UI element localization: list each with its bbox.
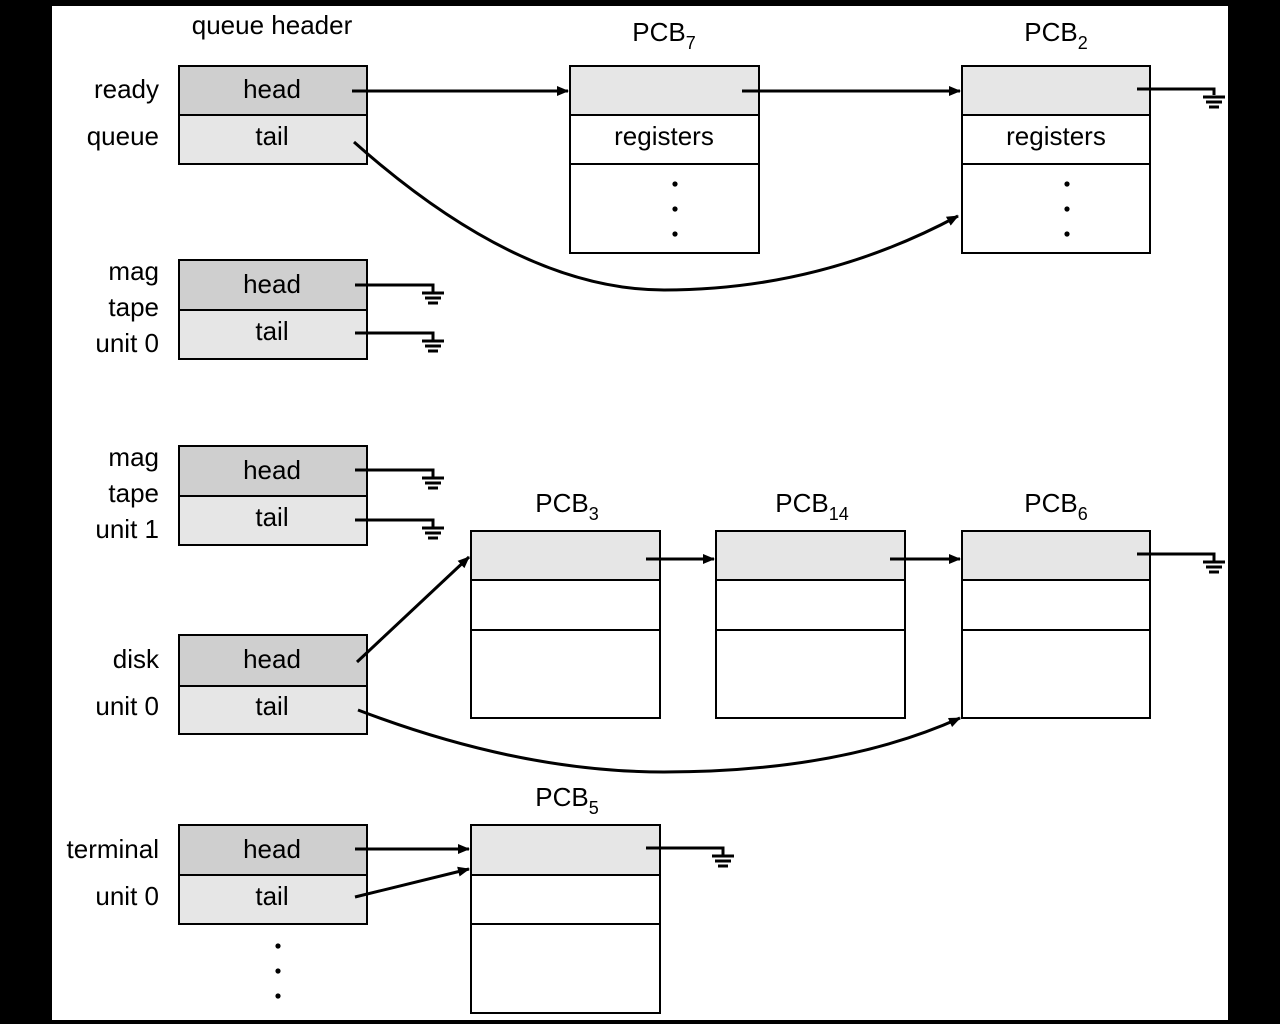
head-label: head	[243, 455, 301, 485]
pcb-title: PCB7	[632, 17, 695, 53]
null-terminator-icon	[355, 331, 444, 353]
queue-label-line: tape	[108, 292, 159, 322]
tail-label: tail	[255, 121, 288, 151]
null-terminator-icon	[1137, 87, 1225, 109]
pcb-14: PCB14	[715, 488, 906, 719]
tail-cell	[178, 495, 368, 546]
null-terminator-icon	[355, 468, 444, 490]
null-terminator-icon	[355, 518, 444, 540]
queue-mag-tape-0: head tail mag tape unit 0	[95, 256, 368, 360]
diagram-canvas: queue header head tail ready queue head …	[52, 6, 1228, 1020]
null-terminator-icon	[1137, 552, 1225, 574]
arrow	[355, 555, 471, 664]
queue-label-line: mag	[108, 256, 159, 286]
pcb-7: PCB7 registers	[569, 17, 760, 254]
head-label: head	[243, 269, 301, 299]
pcb-2: PCB2 registers	[961, 17, 1151, 254]
queue-label-line: unit 0	[95, 691, 159, 721]
pcb-6: PCB6	[961, 488, 1151, 719]
pcb-title: PCB14	[775, 488, 849, 524]
queue-header-title: queue header	[192, 10, 353, 40]
queue-label-line: tape	[108, 478, 159, 508]
queue-label-line: unit 1	[95, 514, 159, 544]
head-label: head	[243, 74, 301, 104]
queue-terminal-0: head tail terminal unit 0	[67, 824, 368, 925]
more-queues-ellipsis	[275, 943, 281, 999]
queue-mag-tape-1: head tail mag tape unit 1	[95, 442, 368, 546]
queue-disk-0: head tail disk unit 0	[95, 634, 368, 735]
pcb-title: PCB2	[1024, 17, 1087, 53]
arrow	[353, 140, 959, 292]
tail-label: tail	[255, 881, 288, 911]
tail-cell	[178, 874, 368, 925]
null-terminator-icon	[646, 846, 734, 868]
queue-label-line: unit 0	[95, 881, 159, 911]
pcb-3: PCB3	[470, 488, 661, 719]
pcb-5: PCB5	[470, 782, 661, 1014]
queue-label-line: ready	[94, 74, 159, 104]
pcb-title: PCB3	[535, 488, 598, 524]
registers-label: registers	[614, 121, 714, 151]
queue-label-line: disk	[113, 644, 160, 674]
null-pointers	[355, 87, 1225, 868]
queue-label-line: mag	[108, 442, 159, 472]
queue-ready: head tail ready queue	[87, 65, 368, 165]
tail-label: tail	[255, 316, 288, 346]
tail-label: tail	[255, 502, 288, 532]
pcb-title: PCB5	[535, 782, 598, 818]
tail-cell	[178, 114, 368, 165]
head-label: head	[243, 644, 301, 674]
tail-cell	[178, 685, 368, 735]
pointer-arrows	[352, 86, 961, 899]
head-label: head	[243, 834, 301, 864]
queue-label-line: unit 0	[95, 328, 159, 358]
arrow	[357, 708, 961, 774]
queue-label-line: terminal	[67, 834, 159, 864]
arrow	[354, 866, 470, 899]
null-terminator-icon	[355, 283, 444, 305]
pcb-title: PCB6	[1024, 488, 1087, 524]
head-cell	[178, 65, 368, 116]
tail-label: tail	[255, 691, 288, 721]
registers-label: registers	[1006, 121, 1106, 151]
queue-label-line: queue	[87, 121, 159, 151]
